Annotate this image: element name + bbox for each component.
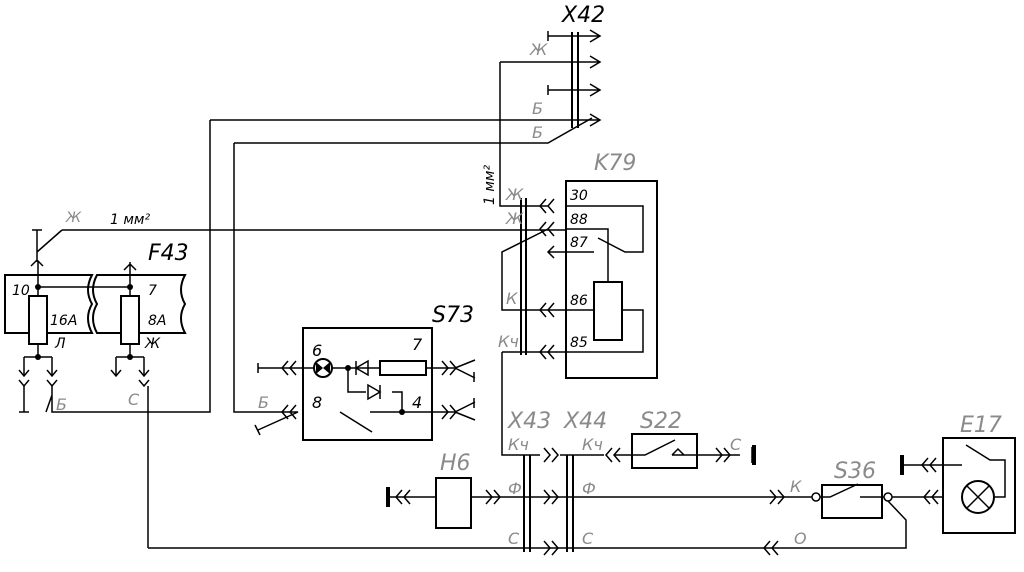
switch-s22: S22 С — [605, 409, 756, 469]
components-F43-label: F43 — [148, 241, 189, 266]
wire_colors-k86-label: К — [506, 289, 518, 308]
k79_pins-2-label: 87 — [570, 235, 588, 251]
components-K79-label: K79 — [594, 151, 636, 176]
f43-fuse_right-label: 8А — [148, 313, 166, 329]
wire_colors-zh30-label: Ж — [505, 185, 524, 204]
components-X43-label: X43 — [507, 409, 551, 434]
switch-s73: S73 6 7 8 4 Б — [233, 143, 476, 441]
x42-label: X42 — [561, 3, 605, 28]
wire_colors-x43_s-label: С — [508, 529, 520, 548]
switch-s36: S36 К О — [148, 459, 955, 556]
f43-fuse_left-label: 16А — [50, 313, 77, 329]
k79_pins-3-label: 86 — [570, 293, 588, 309]
k79_pins-4-label: 85 — [570, 335, 588, 351]
wire_colors-b2-label: Б — [532, 123, 543, 142]
wire_colors-x44_f-label: Ф — [582, 479, 596, 498]
f43-wire_left-label: Л — [54, 336, 66, 352]
components-E17-label: E17 — [960, 413, 1002, 438]
wire_colors-x43_kch-label: Кч — [508, 435, 529, 454]
relay-k79: K79 30 88 87 86 85 — [565, 151, 658, 379]
components-H6-label: H6 — [440, 451, 471, 476]
wire_colors-f43_b-label: Б — [56, 395, 67, 414]
k79_pins-0-label: 30 — [570, 188, 588, 204]
k79_pins-1-label: 88 — [570, 212, 588, 228]
connector-x42: X42 Ж Б Б — [210, 3, 605, 144]
f43-pin_right-label: 7 — [148, 283, 157, 299]
wire_colors-b1-label: Б — [532, 99, 543, 118]
f43-pin_left-label: 10 — [12, 283, 30, 299]
wire_colors-x43_f-label: Ф — [508, 479, 522, 498]
f43-wire_right-label: Ж — [144, 336, 161, 352]
connectors-x43-x44: X43 X44 Кч Кч Ф Ф С С — [507, 409, 607, 556]
components-S22-label: S22 — [640, 409, 682, 434]
wire_colors-zh_left-label: Ж — [65, 210, 82, 226]
lamp-e17: E17 — [900, 413, 1016, 534]
components-S36-label: S36 — [834, 459, 876, 484]
fuse-block-f43: F43 10 7 16А 8А Л Ж Б С — [4, 120, 211, 548]
components-S73-label: S73 — [432, 303, 474, 328]
wire_colors-s22_s-label: С — [730, 435, 742, 454]
s73_pins-p8-label: 8 — [312, 393, 322, 412]
wire_colors-kch85-label: Кч — [498, 332, 519, 351]
components-X44-label: X44 — [563, 409, 607, 434]
s73_pins-p6-label: 6 — [312, 341, 322, 360]
wire_colors-s36_k-label: К — [790, 477, 802, 496]
wire_colors-o-label: О — [794, 529, 807, 548]
wire_colors-s73_b-label: Б — [258, 393, 269, 412]
wire_colors-zh1-label: Ж — [529, 40, 548, 59]
s73_pins-p7-label: 7 — [412, 335, 423, 354]
wire_colors-zh88-label: Ж — [505, 209, 524, 228]
wire_colors-f43_s-label: С — [128, 390, 140, 409]
device-h6: H6 — [386, 451, 815, 529]
wire-section-label: 1 мм² — [482, 165, 498, 205]
wire_colors-x44_kch-label: Кч — [582, 435, 603, 454]
s73_pins-p4-label: 4 — [412, 393, 422, 412]
wire_colors-x44_s-label: С — [582, 529, 594, 548]
wire_section-horizontal-label: 1 мм² — [110, 212, 150, 228]
